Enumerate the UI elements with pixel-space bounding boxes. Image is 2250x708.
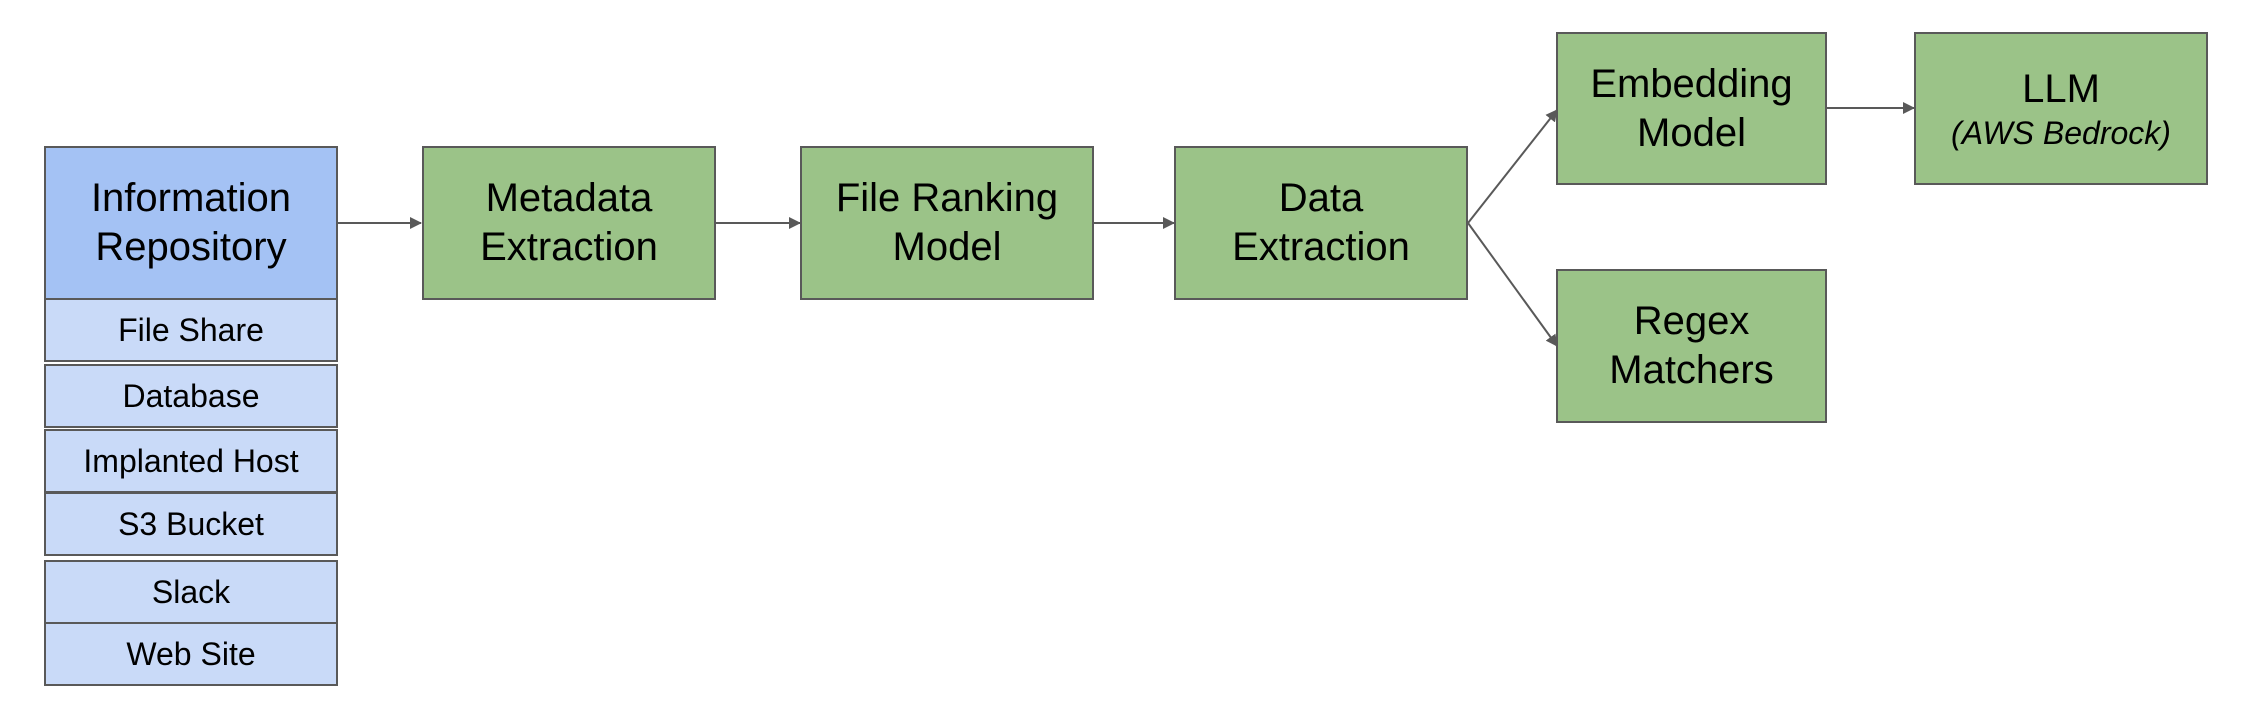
source-label: Database xyxy=(122,378,260,414)
embedding-model-box: Embedding Model xyxy=(1556,32,1827,185)
metadata-extraction-box: Metadata Extraction xyxy=(422,146,716,300)
information-repository-box: Information Repository xyxy=(44,146,338,300)
data-extraction-box: Data Extraction xyxy=(1174,146,1468,300)
metadata-extraction-label: Metadata Extraction xyxy=(480,176,658,269)
arrow-extraction-to-regex xyxy=(1467,222,1558,347)
file-ranking-model-box: File Ranking Model xyxy=(800,146,1094,300)
source-file-share: File Share xyxy=(44,298,338,362)
source-implanted-host: Implanted Host xyxy=(44,429,338,493)
source-label: Implanted Host xyxy=(83,443,299,479)
regex-matchers-label: Regex Matchers xyxy=(1609,299,1774,392)
embedding-model-label: Embedding Model xyxy=(1590,61,1793,155)
source-label: Web Site xyxy=(126,636,256,672)
data-extraction-label: Data Extraction xyxy=(1232,176,1410,269)
llm-box: LLM (AWS Bedrock) xyxy=(1914,32,2208,185)
source-web-site: Web Site xyxy=(44,622,338,686)
source-s3-bucket: S3 Bucket xyxy=(44,492,338,556)
source-database: Database xyxy=(44,364,338,428)
llm-provider-label: (AWS Bedrock) xyxy=(1951,115,2171,151)
regex-matchers-box: Regex Matchers xyxy=(1556,269,1827,423)
source-label: File Share xyxy=(118,312,264,348)
source-label: S3 Bucket xyxy=(118,506,264,542)
arrow-extraction-to-embedding xyxy=(1467,109,1558,224)
llm-label: LLM xyxy=(2022,67,2100,111)
file-ranking-model-label: File Ranking Model xyxy=(835,176,1059,269)
source-label: Slack xyxy=(151,574,231,610)
information-repository-label: Information Repository xyxy=(90,176,292,269)
source-slack: Slack xyxy=(44,560,338,624)
